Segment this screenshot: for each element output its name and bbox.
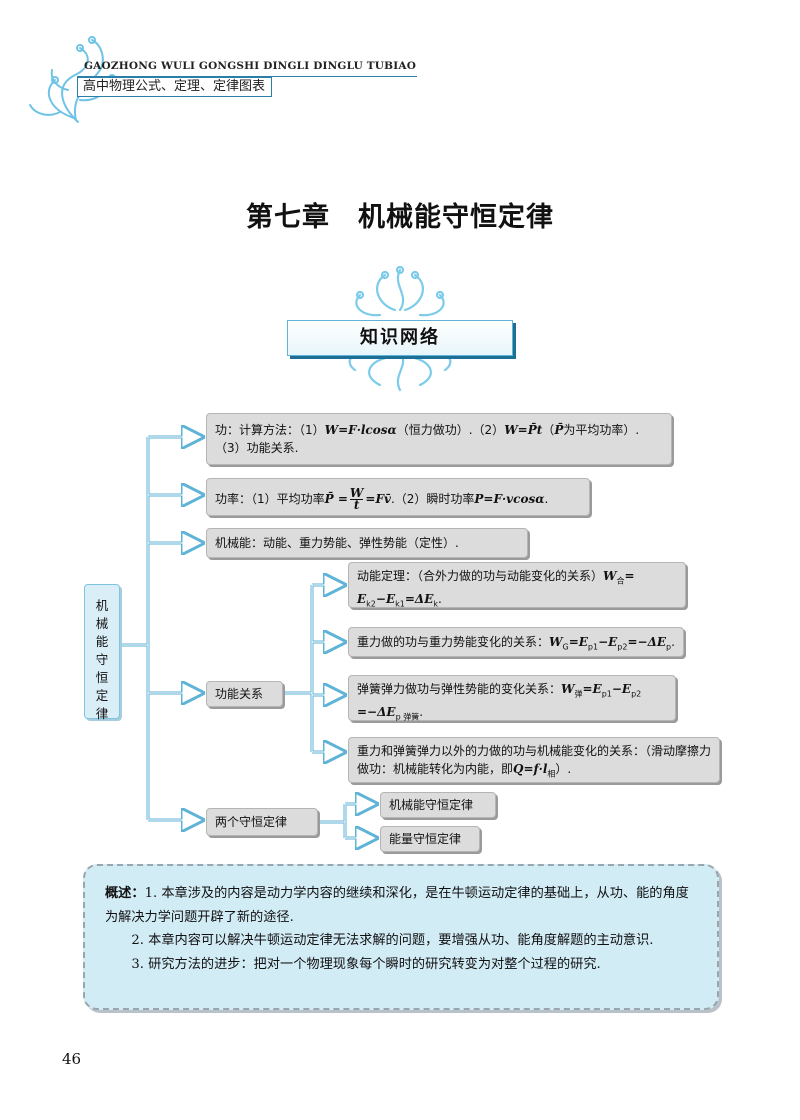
node-two-conservation-laws: 两个守恒定律: [206, 808, 318, 836]
node-gravity-work: 重力做的功与重力势能变化的关系：WG=Ep1−Ep2=−ΔEp.: [348, 627, 684, 657]
node-energy-conservation: 能量守恒定律: [380, 826, 480, 852]
root-char: 械: [95, 616, 109, 631]
node-mechanical-energy: 机械能：动能、重力势能、弹性势能（定性）.: [206, 528, 528, 558]
knowledge-network-banner: 知识网络: [287, 320, 513, 356]
root-char: 律: [95, 706, 109, 721]
node-work-energy-relation: 功能关系: [206, 681, 283, 707]
root-char: 恒: [95, 670, 109, 685]
summary-box: 概述：1. 本章涉及的内容是动力学内容的继续和深化，是在牛顿运动定律的基础上，从…: [83, 864, 719, 1010]
node-spring-work: 弹簧弹力做功与弹性势能的变化关系：W弹=Ep1−Ep2=−ΔEp 弹簧.: [348, 675, 676, 722]
root-char: 机: [95, 598, 109, 613]
summary-paragraph-3: 3. 研究方法的进步：把对一个物理现象每个瞬时的研究转变为对整个过程的研究.: [131, 956, 601, 972]
summary-paragraph-1: 概述：1. 本章涉及的内容是动力学内容的继续和深化，是在牛顿运动定律的基础上，从…: [105, 886, 689, 925]
node-mechanical-energy-conservation: 机械能守恒定律: [380, 792, 496, 818]
mindmap-connectors: [119, 400, 800, 870]
header-chinese-title: 高中物理公式、定理、定律图表: [77, 77, 273, 97]
root-char: 定: [95, 688, 109, 703]
page-number: 46: [62, 1050, 82, 1068]
summary-label: 概述：: [105, 886, 145, 901]
node-work: 功：计算方法：（1）W=F·lcosα（恒力做功）.（2）W=P̄t（P̄为平均…: [206, 413, 672, 465]
root-char: 能: [95, 634, 109, 649]
summary-paragraph-2: 2. 本章内容可以解决牛顿运动定律无法求解的问题，要增强从功、能角度解题的主动意…: [131, 933, 654, 948]
chapter-title: 第七章 机械能守恒定律: [246, 202, 554, 233]
header-english-title: GAOZHONG WULI GONGSHI DINGLI DINGLU TUBI…: [84, 60, 417, 72]
node-kinetic-energy-theorem: 动能定理：（合外力做的功与动能变化的关系）W合=Ek2−Ek1=ΔEk.: [348, 562, 686, 609]
node-other-forces-work: 重力和弹簧弹力以外的力做的功与机械能变化的关系：（滑动摩擦力做功：机械能转化为内…: [348, 737, 720, 783]
mindmap-root-node: 机 械 能 守 恒 定 律: [84, 584, 120, 721]
header-rule: [77, 76, 417, 77]
root-char: 守: [95, 652, 109, 667]
